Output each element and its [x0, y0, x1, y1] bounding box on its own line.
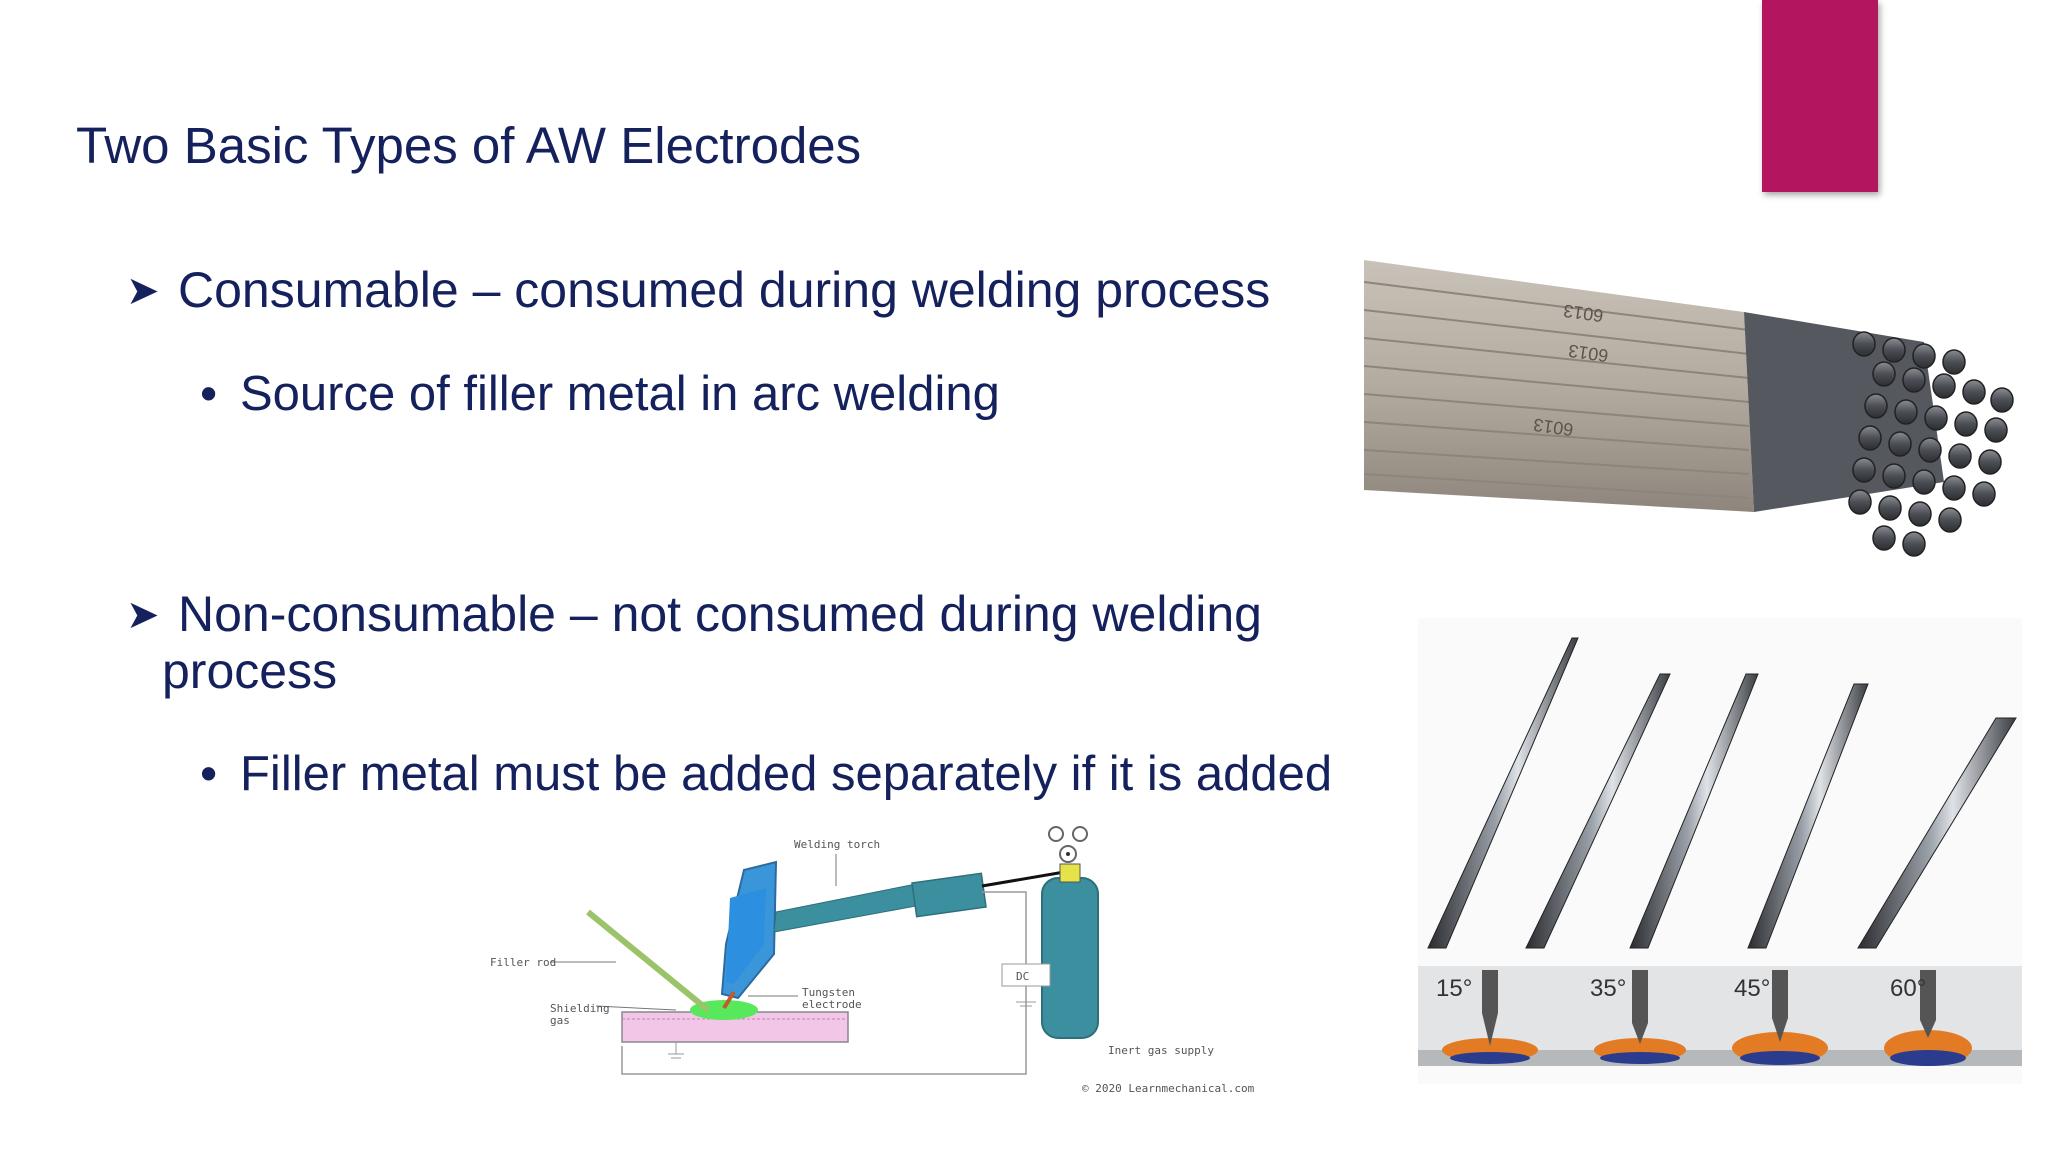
arrow-bullet-icon: ➤	[126, 269, 160, 313]
bullet-text: Consumable – consumed during welding pro…	[178, 262, 1271, 318]
slide-title: Two Basic Types of AW Electrodes	[76, 117, 862, 174]
label-welding-torch: Welding torch	[794, 838, 880, 851]
tungsten-tips-photo: 15° 35° 45° 60°	[1418, 618, 2022, 1084]
arrow-bullet-icon: ➤	[126, 593, 160, 637]
tip-angle-label: 15°	[1436, 975, 1472, 1002]
consumable-electrodes-photo: 6013 6013 6013	[1364, 260, 2014, 557]
diagram-credit: © 2020 Learnmechanical.com	[1082, 1082, 1255, 1095]
tip-angle-label: 60°	[1890, 975, 1926, 1002]
tip-angle-label: 35°	[1590, 975, 1626, 1002]
bullet-non-consumable: ➤ Non-consumable – not consumed during we…	[126, 586, 1376, 699]
bullet-text-continued: process	[162, 643, 338, 699]
label-inert-gas-supply: Inert gas supply	[1108, 1044, 1214, 1057]
label-dc: DC	[1016, 970, 1029, 983]
accent-bar	[1762, 0, 1878, 192]
label-filler-rod: Filler rod	[490, 956, 556, 969]
sub-bullet-text: Filler metal must be added separately if…	[240, 747, 1333, 801]
label-gas: gas	[550, 1014, 570, 1027]
tip-angle-label: 45°	[1734, 975, 1770, 1002]
dot-bullet-icon: •	[200, 367, 218, 421]
sub-bullet-text: Source of filler metal in arc welding	[240, 367, 1000, 421]
gtaw-setup-diagram: Welding torch Filler rod Shielding gas T…	[490, 826, 1255, 1095]
dot-bullet-icon: •	[200, 747, 218, 801]
sub-bullet-non-consumable: • Filler metal must be added separately i…	[200, 746, 1332, 802]
label-shielding: Shielding	[550, 1002, 610, 1015]
bullet-text: Non-consumable – not consumed during wel…	[178, 586, 1262, 642]
bullet-consumable: ➤ Consumable – consumed during welding pr…	[126, 262, 1270, 319]
sub-bullet-consumable: • Source of filler metal in arc welding	[200, 366, 1000, 422]
label-tungsten: Tungsten	[802, 986, 855, 999]
label-electrode: electrode	[802, 998, 862, 1011]
